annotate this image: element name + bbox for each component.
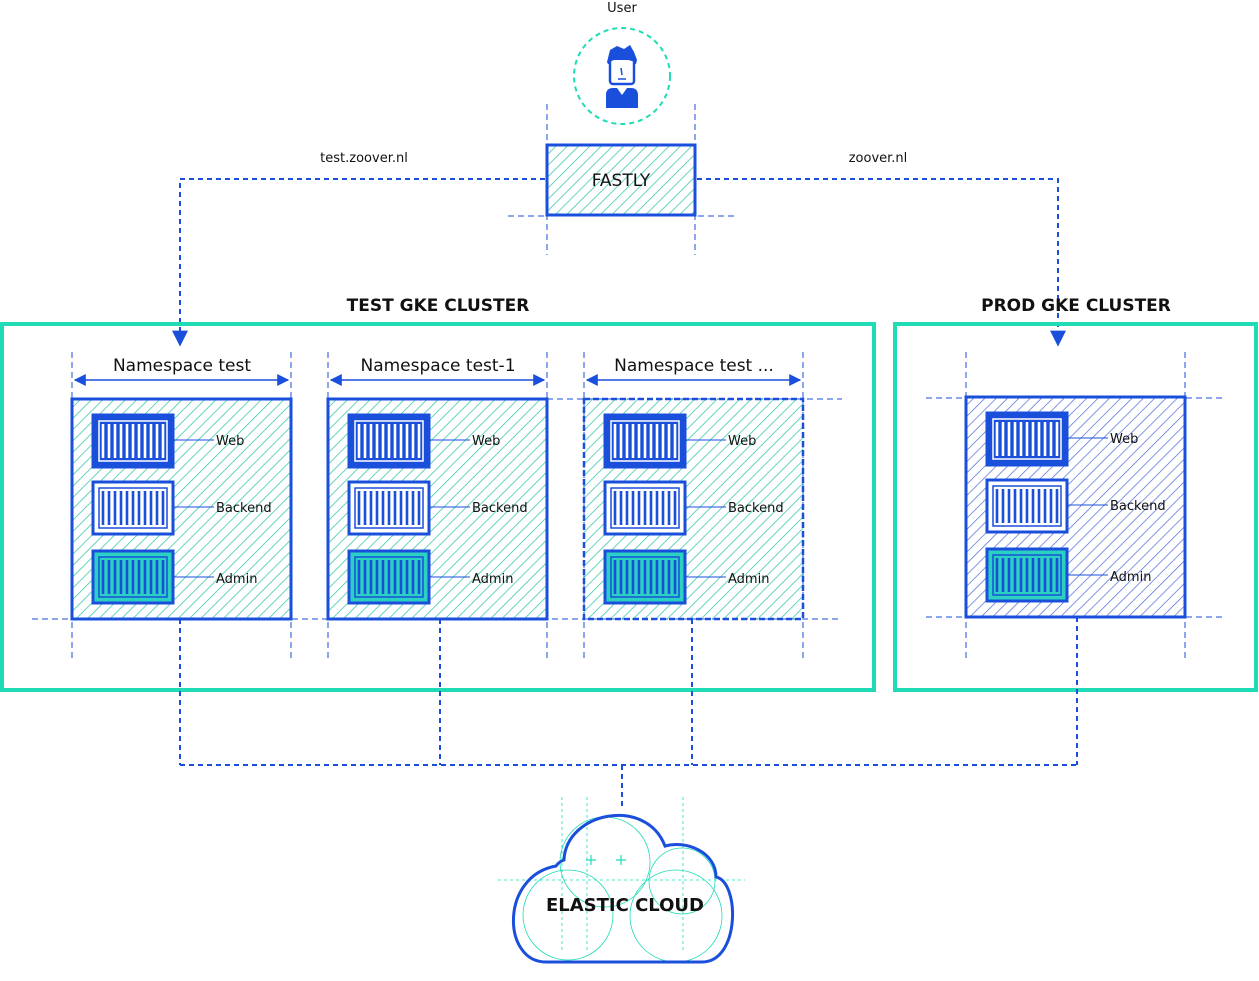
admin-container-icon bbox=[985, 547, 1108, 603]
prod-cluster-frame bbox=[893, 322, 1258, 692]
test-cluster: TEST GKE CLUSTER Namespace test Web Back… bbox=[0, 296, 876, 692]
fastly-box bbox=[545, 143, 697, 217]
elastic-cloud-node: ELASTIC CLOUD bbox=[498, 797, 745, 964]
service-label-backend: Backend bbox=[472, 501, 528, 516]
user-label: User bbox=[607, 1, 637, 16]
service-label-admin: Admin bbox=[1110, 570, 1151, 585]
service-label-admin: Admin bbox=[728, 572, 769, 587]
fastly-node: FASTLY bbox=[508, 104, 736, 255]
service-label-admin: Admin bbox=[472, 572, 513, 587]
namespace-label: Namespace test bbox=[113, 356, 251, 376]
route-prod-arrow bbox=[697, 178, 1066, 347]
service-label-backend: Backend bbox=[728, 501, 784, 516]
user-circle bbox=[573, 27, 671, 125]
cloud-construction-guides bbox=[498, 797, 745, 963]
service-label-web: Web bbox=[1110, 432, 1138, 447]
namespace-test-more: Namespace test ... Web Backend Admin bbox=[582, 352, 805, 658]
backend-container-icon bbox=[347, 480, 470, 536]
elastic-cloud-label: ELASTIC CLOUD bbox=[546, 895, 704, 916]
prod-namespace: Web Backend Admin bbox=[964, 395, 1187, 619]
service-label-admin: Admin bbox=[216, 572, 257, 587]
test-cluster-frame bbox=[0, 322, 876, 692]
namespace-test: Namespace test Web Backend Admin bbox=[70, 352, 293, 658]
backend-container-icon bbox=[91, 480, 214, 536]
service-label-backend: Backend bbox=[216, 501, 272, 516]
service-label-backend: Backend bbox=[1110, 499, 1166, 514]
namespace-label: Namespace test ... bbox=[614, 356, 774, 376]
web-container-icon bbox=[91, 413, 214, 469]
service-label-web: Web bbox=[216, 434, 244, 449]
namespace-test-1: Namespace test-1 Web Backend Admin bbox=[326, 352, 549, 658]
admin-container-icon bbox=[347, 549, 470, 605]
namespace-label: Namespace test-1 bbox=[360, 356, 515, 376]
routes: test.zoover.nl zoover.nl bbox=[172, 151, 1066, 347]
test-cluster-title: TEST GKE CLUSTER bbox=[347, 296, 530, 316]
prod-cluster: PROD GKE CLUSTER Web Backend Admin bbox=[893, 296, 1258, 692]
prod-cluster-title: PROD GKE CLUSTER bbox=[981, 296, 1171, 316]
route-test-label: test.zoover.nl bbox=[320, 151, 408, 166]
web-container-icon bbox=[347, 413, 470, 469]
service-label-web: Web bbox=[728, 434, 756, 449]
route-test-arrow bbox=[172, 178, 545, 347]
user-node: User bbox=[573, 1, 671, 125]
backend-container-icon bbox=[985, 478, 1108, 534]
web-container-icon bbox=[603, 413, 726, 469]
admin-container-icon bbox=[603, 549, 726, 605]
fastly-label: FASTLY bbox=[592, 171, 651, 191]
user-avatar-icon bbox=[606, 45, 638, 108]
web-container-icon bbox=[985, 411, 1108, 467]
cloud-icon bbox=[512, 813, 734, 964]
backend-container-icon bbox=[603, 480, 726, 536]
elastic-connectors bbox=[179, 617, 1078, 808]
service-label-web: Web bbox=[472, 434, 500, 449]
route-prod-label: zoover.nl bbox=[849, 151, 908, 166]
admin-container-icon bbox=[91, 549, 214, 605]
